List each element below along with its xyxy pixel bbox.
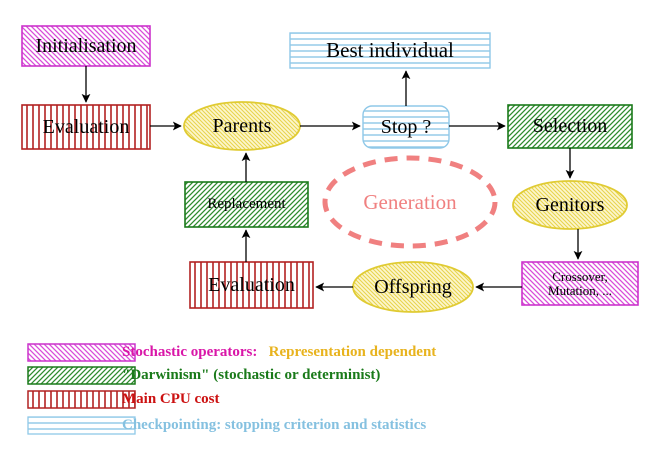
node-evaluation-top[interactable]: [21, 104, 151, 150]
node-generation-boundary: [322, 155, 498, 249]
node-best-individual[interactable]: [289, 32, 491, 69]
node-stop[interactable]: [362, 105, 450, 149]
legend-swatch-cpu-cost: [27, 390, 136, 409]
node-selection[interactable]: [507, 104, 633, 149]
node-initialisation[interactable]: [21, 25, 151, 67]
node-offspring[interactable]: [352, 261, 474, 313]
node-crossover-mutation[interactable]: [521, 261, 639, 306]
legend-swatch-checkpointing: [27, 416, 136, 435]
legend-swatch-darwinism: [27, 366, 136, 385]
node-genitors[interactable]: [512, 180, 628, 230]
node-evaluation-bottom[interactable]: [189, 261, 314, 309]
legend-swatch-stochastic: [27, 343, 136, 362]
node-replacement[interactable]: [184, 181, 309, 228]
node-parents[interactable]: [183, 101, 301, 151]
